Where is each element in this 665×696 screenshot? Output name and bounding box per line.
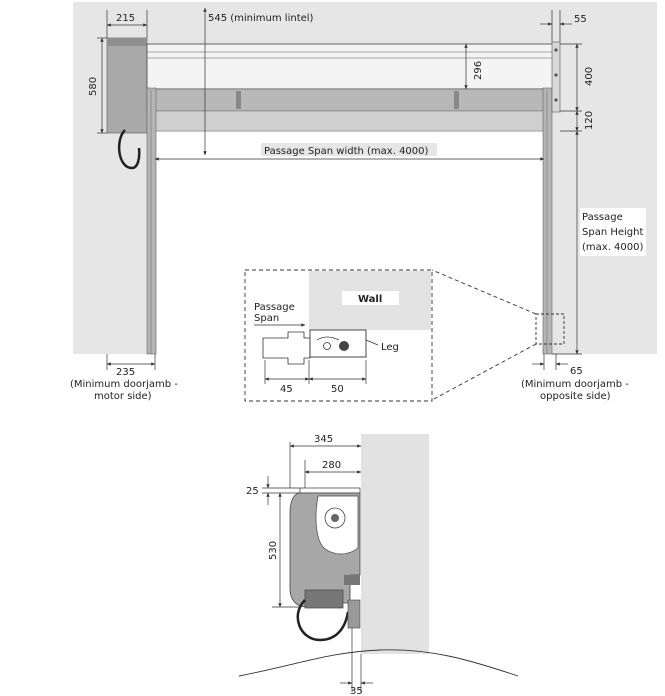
side-bracket: [344, 575, 360, 585]
passage-height-line-3: (max. 4000): [582, 242, 643, 253]
end-plate-bolt: [554, 73, 558, 77]
detail-leg: [309, 329, 367, 358]
side-top-plate: [299, 487, 361, 494]
roller-housing: [146, 43, 555, 90]
dim-65: 65: [570, 366, 583, 377]
end-plate-bolt: [554, 48, 558, 52]
motor-cable: [117, 129, 141, 170]
motor-box-top: [107, 38, 147, 46]
detail-marker: [535, 313, 565, 345]
right-rail: [542, 87, 553, 355]
detail-passage-label-1: Passage: [254, 302, 295, 313]
end-plate-bolt: [554, 98, 558, 102]
ground-line: [238, 649, 519, 677]
dim-530: 530: [268, 541, 279, 560]
motor-box: [106, 37, 148, 134]
side-cable: [296, 599, 350, 642]
dim-345: 345: [314, 434, 333, 445]
detail-leader-top: [431, 269, 537, 315]
dim-215: 215: [116, 13, 135, 24]
dim-55: 55: [574, 14, 587, 25]
side-wall-mount: [347, 599, 361, 629]
passage-height-line-1: Passage: [582, 212, 623, 223]
lintel-band: [146, 88, 545, 112]
right-doorjamb-note-1: (Minimum doorjamb -: [521, 379, 629, 390]
left-rail: [146, 87, 157, 355]
dim-120: 120: [584, 111, 595, 130]
dim-50: 50: [331, 384, 344, 395]
front-view: 215 545 (minimum lintel) 55 580 296 400 …: [70, 2, 657, 402]
dim-545-lintel: 545 (minimum lintel): [208, 13, 314, 24]
lintel-bracket-left: [236, 91, 241, 109]
detail-leg-label: Leg: [381, 342, 399, 353]
detail-inset: Wall Passage Span Leg 45 50: [244, 269, 433, 402]
dim-45: 45: [280, 384, 293, 395]
left-doorjamb-note-2: motor side): [94, 391, 152, 402]
dim-400: 400: [584, 67, 595, 86]
dim-296: 296: [473, 61, 484, 80]
detail-profile: [262, 331, 311, 365]
lintel-bracket-right: [454, 91, 459, 109]
side-drum-hub: [331, 514, 339, 522]
side-wall: [361, 434, 429, 654]
dim-580: 580: [88, 77, 99, 96]
dim-35: 35: [350, 686, 363, 696]
detail-seal: [339, 341, 349, 351]
dim-25: 25: [246, 486, 259, 497]
right-end-plate: [551, 41, 561, 113]
passage-height-line-2: Span Height: [582, 227, 643, 238]
dim-235: 235: [116, 367, 135, 378]
detail-seal-inner: [323, 342, 331, 350]
detail-leader-bottom: [431, 343, 537, 401]
side-motor: [304, 589, 344, 609]
right-doorjamb-note-2: opposite side): [540, 391, 611, 402]
detail-wall-label: Wall: [358, 294, 382, 305]
detail-wall-label-box: [342, 291, 399, 305]
detail-passage-label-2: Span: [254, 313, 279, 324]
lintel-lower-band: [146, 110, 545, 132]
left-doorjamb-note-1: (Minimum doorjamb -: [70, 379, 178, 390]
passage-span-width-label: Passage Span width (max. 4000): [264, 146, 429, 157]
side-view: 345 280 25 530 35: [238, 434, 519, 696]
dim-280: 280: [322, 460, 341, 471]
